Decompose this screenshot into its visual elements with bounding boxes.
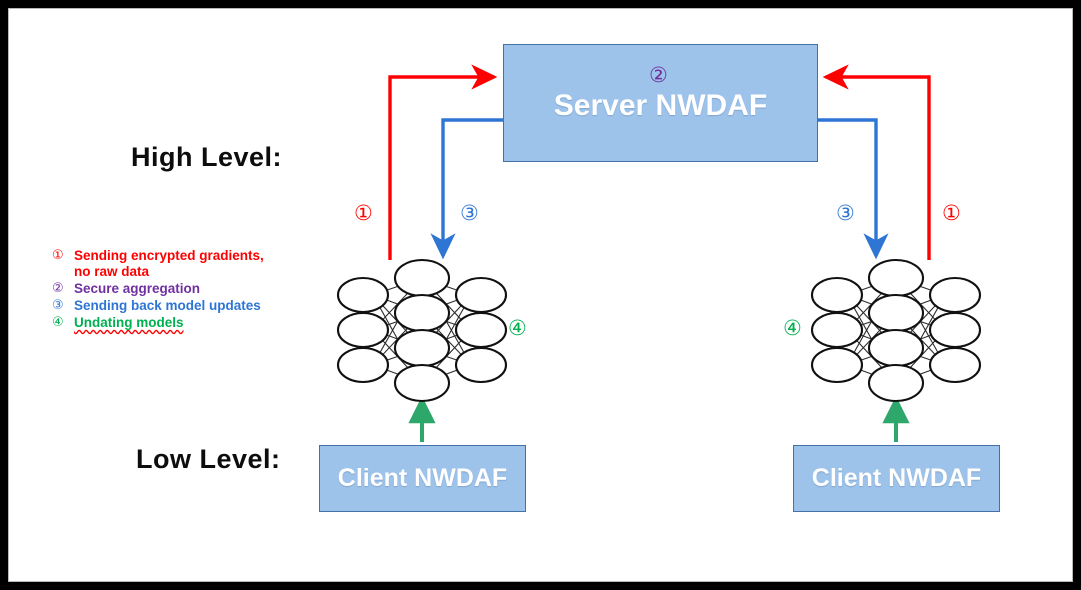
legend-item-1: ① Sending encrypted gradients, no raw da… — [52, 248, 322, 280]
server-nwdaf-label: Server NWDAF — [553, 89, 768, 122]
legend-marker-4: ④ — [52, 315, 64, 330]
legend-marker-3: ③ — [52, 298, 64, 313]
legend-item-4: ④ Undating models — [52, 315, 322, 331]
step-marker-3-right-download: ③ — [836, 201, 855, 225]
client-nwdaf-label-left: Client NWDAF — [337, 464, 508, 492]
neural-network-right — [810, 258, 982, 403]
legend-item-2: ② Secure aggregation — [52, 281, 322, 297]
client-nwdaf-label-right: Client NWDAF — [811, 464, 982, 492]
neural-network-left — [336, 258, 508, 403]
diagram-canvas: High Level: Low Level: Server NWDAF Clie… — [8, 8, 1073, 582]
step-marker-4-right-update: ④ — [783, 316, 802, 340]
legend-label-1-line2: no raw data — [74, 264, 150, 279]
legend-item-3: ③ Sending back model updates — [52, 298, 322, 314]
legend: ① Sending encrypted gradients, no raw da… — [52, 248, 322, 332]
arrow-left-upload — [388, 64, 498, 260]
legend-label-4: Undating models — [74, 315, 184, 330]
high-level-label: High Level: — [131, 142, 283, 172]
step-marker-1-right-upload: ① — [942, 201, 961, 225]
arrow-right-upload — [822, 64, 931, 260]
legend-marker-2: ② — [52, 281, 64, 296]
legend-label-2: Secure aggregation — [74, 281, 201, 296]
client-nwdaf-box-left[interactable]: Client NWDAF — [319, 445, 526, 512]
legend-marker-1: ① — [52, 248, 64, 263]
step-marker-1-left-upload: ① — [354, 201, 373, 225]
step-marker-2-aggregation: ② — [649, 63, 668, 87]
low-level-label: Low Level: — [136, 444, 281, 474]
arrow-right-download — [816, 118, 889, 260]
legend-label-1: Sending encrypted gradients, no raw data — [74, 248, 264, 280]
step-marker-3-left-download: ③ — [460, 201, 479, 225]
server-nwdaf-box[interactable]: Server NWDAF — [503, 44, 818, 162]
client-nwdaf-box-right[interactable]: Client NWDAF — [793, 445, 1000, 512]
connector-layer — [388, 64, 931, 442]
arrow-left-download — [430, 118, 505, 260]
step-marker-4-left-update: ④ — [508, 316, 527, 340]
legend-label-1-line1: Sending encrypted gradients, — [74, 248, 264, 263]
legend-label-3: Sending back model updates — [74, 298, 261, 313]
